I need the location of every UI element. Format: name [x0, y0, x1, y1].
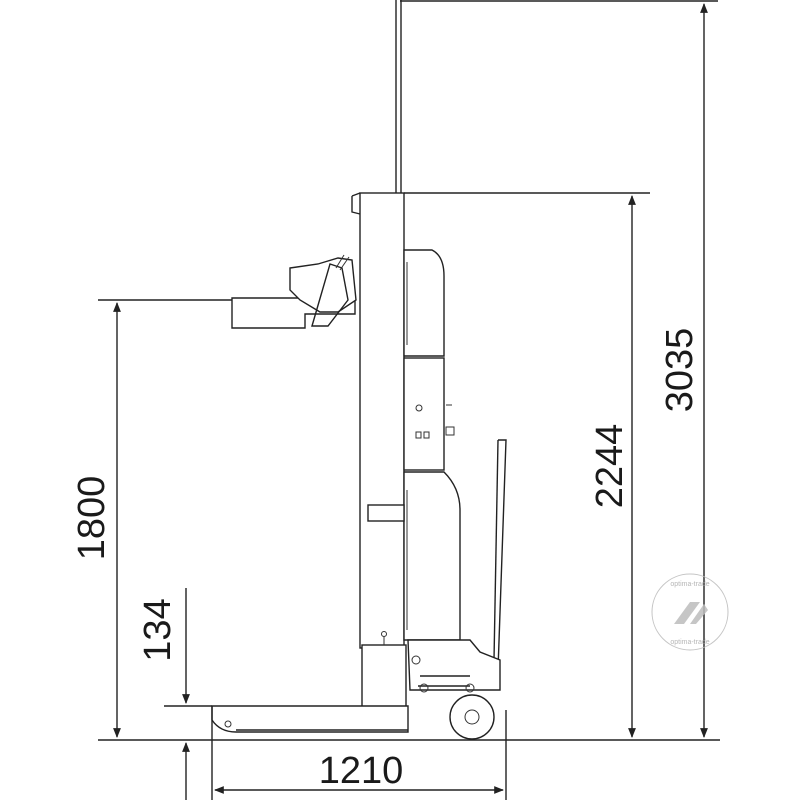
dim-total-height: 3035 — [659, 328, 701, 413]
dim-platform-height: 1800 — [71, 476, 113, 561]
watermark-text-bottom: optima-trade — [670, 639, 709, 646]
dim-mast-height: 2244 — [589, 424, 631, 509]
watermark-logo: optima-trade optima-trade — [651, 573, 729, 651]
dimension-lines — [113, 3, 708, 800]
extension-lines — [98, 0, 720, 800]
dim-base-length: 1210 — [319, 750, 404, 792]
watermark-text-top: optima-trade — [670, 581, 709, 588]
machine-side-view — [211, 0, 507, 740]
dim-base-height: 134 — [137, 598, 179, 661]
